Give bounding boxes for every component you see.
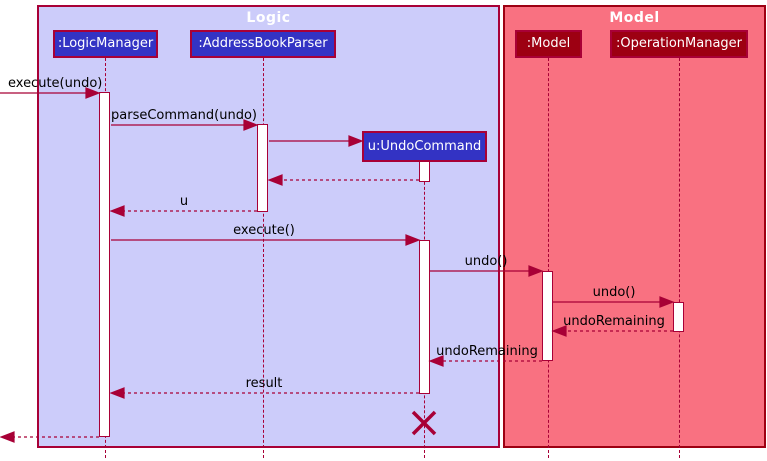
label-execute: execute() bbox=[233, 223, 295, 238]
label-undo-opmanager: undo() bbox=[592, 285, 636, 300]
activation-addressbookparser bbox=[257, 124, 268, 212]
label-parsecommand: parseCommand(undo) bbox=[111, 108, 257, 123]
participant-addressbookparser: :AddressBookParser bbox=[190, 30, 336, 58]
model-frame: Model bbox=[503, 5, 766, 448]
label-undoremaining-right: undoRemaining bbox=[563, 314, 665, 329]
label-u: u bbox=[179, 194, 189, 209]
activation-logicmanager bbox=[99, 92, 110, 437]
lifeline-model bbox=[548, 58, 549, 458]
participant-logicmanager: :LogicManager bbox=[53, 30, 158, 58]
label-undoremaining-left: undoRemaining bbox=[436, 344, 538, 359]
label-undo-model: undo() bbox=[464, 254, 508, 269]
activation-model bbox=[542, 271, 553, 361]
participant-operationmanager: :OperationManager bbox=[610, 30, 748, 58]
activation-undocommand-execute bbox=[419, 240, 430, 394]
activation-operationmanager bbox=[673, 302, 684, 332]
lifeline-addressbookparser bbox=[263, 58, 264, 458]
label-result: result bbox=[245, 376, 283, 391]
participant-undocommand: u:UndoCommand bbox=[362, 131, 487, 162]
logic-frame: Logic bbox=[37, 5, 500, 448]
lifeline-operationmanager bbox=[679, 58, 680, 458]
logic-frame-title: Logic bbox=[246, 10, 291, 26]
label-execute-undo: execute(undo) bbox=[8, 76, 103, 91]
model-frame-title: Model bbox=[609, 10, 660, 26]
activation-undocommand-create bbox=[419, 161, 430, 182]
participant-model: :Model bbox=[515, 30, 582, 58]
